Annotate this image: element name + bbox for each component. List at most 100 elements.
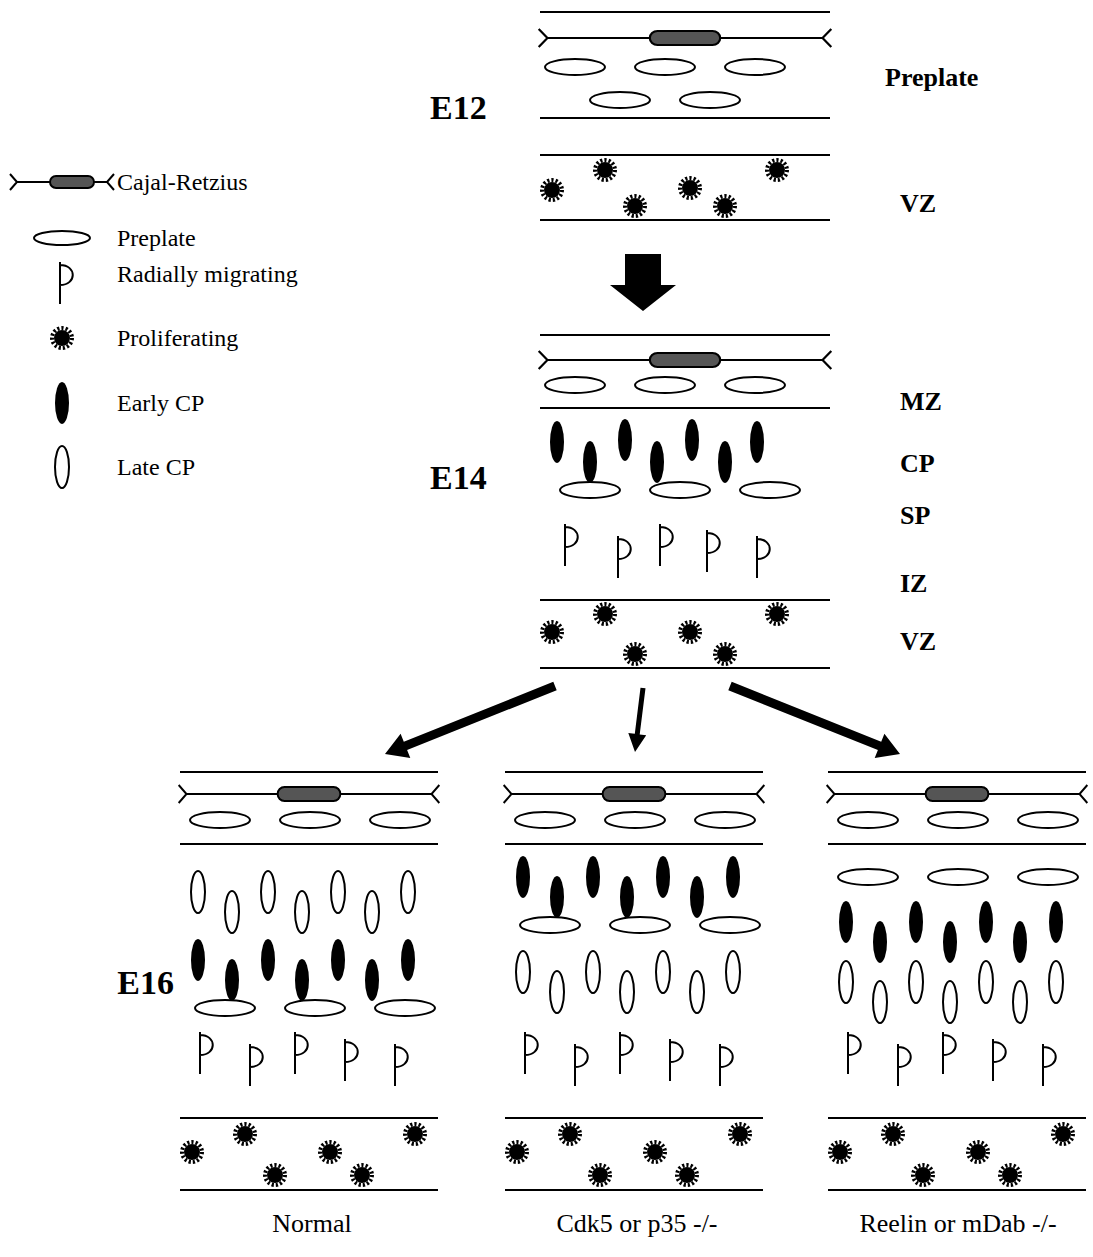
e16-cdk5-panel-part — [550, 876, 564, 918]
e14-panel-part — [540, 335, 830, 668]
e14-panel-part — [625, 644, 645, 664]
e16-reelin-panel-part — [1013, 921, 1027, 963]
e14-panel-part — [618, 419, 632, 461]
e16-cdk5-panel-part — [520, 917, 580, 933]
e16-reelin-panel-part — [873, 981, 887, 1023]
e12-panel — [539, 12, 832, 220]
e14-panel-part — [718, 441, 732, 483]
e12-panel-part — [595, 160, 615, 180]
e16-cdk5-panel — [504, 772, 765, 1190]
legend-symbols-part — [55, 446, 69, 488]
e14-panel-part — [618, 536, 631, 578]
e16-cdk5-panel-part — [586, 856, 600, 898]
e16-normal-panel — [179, 772, 440, 1190]
legend-text: Proliferating — [117, 325, 238, 351]
legend-symbols — [10, 174, 114, 488]
e16-reelin-panel-part — [909, 961, 923, 1003]
e12-panel-part — [680, 178, 700, 198]
legend-item: Early CP — [117, 389, 204, 418]
e14-panel-part — [660, 524, 673, 566]
e16-reelin-panel-part — [839, 961, 853, 1003]
e16-cdk5-panel-part — [726, 856, 740, 898]
e14-panel — [539, 335, 832, 668]
e14-panel-part — [740, 482, 800, 498]
e16-normal-panel-part — [225, 891, 239, 933]
e16-reelin-panel-part — [1049, 901, 1063, 943]
e16-reelin-panel-part — [839, 901, 853, 943]
e16-cdk5-panel-part — [656, 856, 670, 898]
e16-cdk5-panel-part — [610, 917, 670, 933]
e16-normal-panel-part — [261, 871, 275, 913]
e16-reelin-panel-part — [943, 921, 957, 963]
layer-panel: Cdk5 or p35 -/- — [500, 760, 774, 1250]
zone-label: IZ — [900, 568, 927, 599]
e16-cdk5-panel-part — [656, 951, 670, 993]
e16-reelin-panel-part — [1013, 981, 1027, 1023]
e14-panel-part — [550, 421, 564, 463]
e14-panel-part — [650, 441, 664, 483]
e14-panel-part — [583, 441, 597, 483]
e12-panel-part — [590, 92, 650, 108]
e16-normal-panel-part — [365, 959, 379, 1001]
zone-label: Preplate — [885, 62, 978, 93]
e14-panel-part — [757, 536, 770, 578]
legend-symbols-part — [60, 262, 73, 304]
e14-panel-part — [715, 644, 735, 664]
e16-normal-panel-part — [295, 959, 309, 1001]
legend-symbols-part — [52, 328, 72, 348]
stage-label: E12 — [430, 88, 487, 129]
e16-reelin-panel-part — [1049, 961, 1063, 1003]
block-arrow — [610, 254, 676, 311]
e16-reelin-panel-part — [838, 869, 898, 885]
e16-cdk5-panel-part — [586, 951, 600, 993]
e16-normal-panel-part — [365, 891, 379, 933]
e16-normal-panel-part — [285, 1000, 345, 1016]
e16-normal-panel-part — [331, 939, 345, 981]
panel-caption: Cdk5 or p35 -/- — [500, 1208, 774, 1239]
e16-normal-panel-part — [191, 871, 205, 913]
e16-normal-panel-part — [261, 939, 275, 981]
e12-panel-part — [715, 196, 735, 216]
legend-item: Cajal-Retzius — [117, 168, 248, 197]
e16-reelin-panel-part — [928, 869, 988, 885]
e14-panel-part — [565, 524, 578, 566]
legend-symbols-part — [10, 174, 114, 190]
zone-label: SP — [900, 500, 930, 531]
legend-text: Radially migrating — [117, 261, 298, 287]
e14-panel-part — [707, 530, 720, 572]
e16-cdk5-panel-part — [690, 876, 704, 918]
e14-panel-part — [680, 622, 700, 642]
e12-panel-part — [767, 160, 787, 180]
legend-item: Proliferating — [117, 324, 238, 353]
zone-label: MZ — [900, 386, 942, 417]
e16-normal-panel-part — [195, 1000, 255, 1016]
legend-item: Preplate — [117, 224, 196, 253]
layer-panel: E12PreplateVZ — [420, 5, 1010, 250]
panel-caption: Normal — [175, 1208, 449, 1239]
legend-symbols-part-part — [50, 176, 94, 188]
block-arrow — [728, 682, 900, 758]
e14-panel-part — [560, 482, 620, 498]
e16-normal-panel-part — [401, 871, 415, 913]
e16-reelin-panel-part — [1018, 869, 1078, 885]
e16-cdk5-panel-part — [620, 876, 634, 918]
e14-panel-part — [545, 377, 605, 393]
e16-cdk5-panel-part — [504, 772, 765, 1190]
e16-reelin-panel — [827, 772, 1088, 1190]
e16-normal-panel-part — [375, 1000, 435, 1016]
e14-panel-part — [650, 482, 710, 498]
panel-caption: Reelin or mDab -/- — [822, 1208, 1093, 1239]
e16-cdk5-panel-part — [700, 917, 760, 933]
e16-normal-panel-part — [295, 891, 309, 933]
e12-panel-part — [545, 59, 605, 75]
stage-label: E14 — [430, 458, 487, 499]
e16-reelin-panel-part — [873, 921, 887, 963]
e12-panel-part — [542, 180, 562, 200]
e16-cdk5-panel-part — [726, 951, 740, 993]
e16-reelin-panel-part — [827, 772, 1088, 1190]
legend-text: Early CP — [117, 390, 204, 416]
e14-panel-part — [635, 377, 695, 393]
e16-cdk5-panel-part — [690, 971, 704, 1013]
e12-panel-part — [625, 196, 645, 216]
legend-item: Radially migrating — [117, 260, 298, 289]
